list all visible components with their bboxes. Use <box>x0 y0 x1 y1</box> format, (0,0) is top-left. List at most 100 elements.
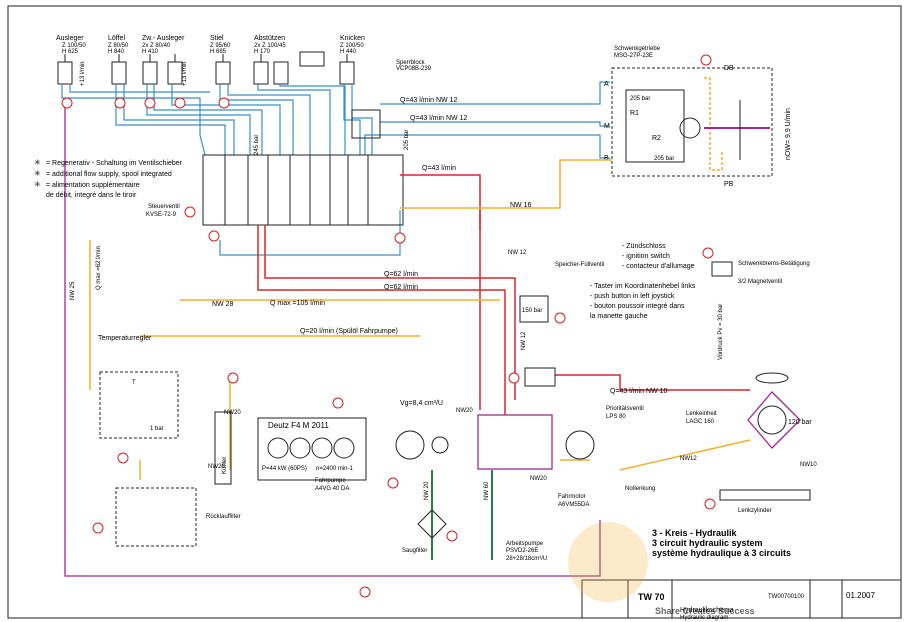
arbeitspumpe-label: Arbeitspumpe <box>506 541 544 547</box>
cylinder-group: Ausleger Z 100/50 H 625 Löffel Z 80/50 H… <box>56 35 365 55</box>
note-2: = additional flow supply, spool integrat… <box>46 171 172 178</box>
valve-pressure-1: 245 bar <box>254 135 260 155</box>
watermark-text: Share Creates Success <box>655 606 755 616</box>
prio-model: LPS 80 <box>606 414 626 420</box>
note-1: = Regenerativ - Schaltung im Ventilschie… <box>46 160 183 167</box>
fahrpumpe-icon <box>395 430 425 460</box>
titleblock-drawing: TW00700100 <box>768 594 805 600</box>
line-nw20-b: NW20 <box>208 464 225 470</box>
swing-r1: R1 <box>630 110 639 117</box>
engine-cylinder-icon-2 <box>289 437 311 459</box>
cyl-spec-loeffel: Z 80/50 <box>108 43 129 49</box>
flow-qmax105: Q max =105 l/min <box>270 300 325 307</box>
engine-cylinder-icon-3 <box>311 437 333 459</box>
swing-model: MSG-27P-23E <box>614 53 653 59</box>
temp-label: Temperaturregler <box>98 335 152 342</box>
arbeitspumpe-spec: 28+28/18cm³/U <box>506 556 547 562</box>
cyl-spec2-loeffel: H 840 <box>108 49 125 55</box>
switch-4: - Taster im Koordinatenhebel links <box>590 283 696 290</box>
note-3: = alimentation supplémentaire <box>46 182 140 189</box>
port-db: DB <box>724 65 734 72</box>
magnet-valve-icon <box>711 261 733 277</box>
titleblock-model: TW 70 <box>638 592 665 602</box>
ref-01-icon <box>700 54 712 66</box>
switch-3: - contacteur d'allumage <box>622 263 695 270</box>
valve-pressure-2: 205 bar <box>404 130 410 150</box>
priority-valve-box <box>524 367 556 387</box>
return-filter-box <box>115 487 197 547</box>
asterisk-icon-3: ✳ <box>34 180 41 189</box>
steering-label: Lenkeinheit <box>686 411 717 417</box>
steering-nw10: NW10 <box>800 462 817 468</box>
line-nw12-c: NW 12 <box>508 250 527 256</box>
switch-1: - Zündschloss <box>622 243 666 250</box>
swing-p1: 205 bar <box>630 96 650 102</box>
flow-q43-c: Q=43 l/min <box>422 165 456 172</box>
control-valve-block <box>202 154 404 226</box>
asterisk-icon: ✳ <box>34 158 41 167</box>
working-pump-box <box>477 414 553 470</box>
flow-nw25: NW 25 <box>70 281 76 300</box>
swing-speed: nOW= 9,9 U/min <box>785 108 792 160</box>
flow-q62-b: Q=62 l/min <box>384 284 418 291</box>
port-b: B <box>604 155 609 162</box>
switch-5: - push button in left joystick <box>590 293 675 300</box>
swing-motor-icon <box>679 117 701 139</box>
steering-wheel-icon <box>755 372 789 384</box>
flow-q20: Q=20 l/min (Spülöl Fahrpumpe) <box>300 328 398 335</box>
swing-gear-box <box>611 67 773 177</box>
temp-t: T <box>132 380 136 386</box>
cyl-label-abstuetzen: Abstützen <box>254 35 285 42</box>
cyl-spec2-ausleger: H 625 <box>62 49 79 55</box>
title-en: 3 circuit hydraulic system <box>652 538 763 548</box>
line-nw20-c: NW20 <box>456 408 473 414</box>
switch-7: la manette gauche <box>590 313 648 320</box>
temp-r1: 1 bar <box>150 426 164 432</box>
flow-q13-b: +13 l/min <box>182 61 188 86</box>
fahrpumpe-model: A4VG 40 DA <box>315 486 349 492</box>
swing-valve <box>625 89 685 163</box>
asterisk-icon-2: ✳ <box>34 169 41 178</box>
engine-rpm: n=2400 min-1 <box>316 466 354 472</box>
suction-filter-icon <box>417 509 447 539</box>
cooler-box <box>214 411 232 485</box>
cylinder-symbols <box>57 51 355 85</box>
cyl-spec-stiel: Z 95/60 <box>210 43 231 49</box>
line-nw20-a: NW20 <box>224 410 241 416</box>
swing-p2: 205 bar <box>654 156 674 162</box>
notes: ✳ = Regenerativ - Schaltung im Ventilsch… <box>34 158 183 199</box>
flow-qmax62: Q max =62 l/min <box>96 246 102 290</box>
titleblock-date: 01.2007 <box>846 591 875 600</box>
flow-q43-d: Q=43 l/min NW 10 <box>610 388 667 395</box>
charge-pump-icon <box>431 436 449 454</box>
engine-label: Deutz F4 M 2011 <box>268 421 329 430</box>
steering-model: LAGC 160 <box>686 419 715 425</box>
cyl-spec-ausleger: Z 100/50 <box>62 43 86 49</box>
titleblock-name2: Hydraulic diagram <box>680 615 728 621</box>
title-fr: système hydraulique à 3 circuits <box>652 548 791 558</box>
speicher-label: Speicher-Füllventil <box>555 262 604 268</box>
suction-filter-label: Saugfilter <box>402 548 427 554</box>
fahrmotor-nw20: NW20 <box>530 476 547 482</box>
arbeitspumpe-model: PSVD2-26E <box>506 548 538 554</box>
steuerventil-model: KVSE-72-9 <box>146 212 177 218</box>
speicher-valve-box <box>519 295 549 323</box>
sperrblock-label: Sperrblock <box>396 60 426 66</box>
title-de: 3 - Kreis - Hydraulik <box>652 528 738 538</box>
cyl-spec-knicken: Z 100/50 <box>340 43 364 49</box>
speicher-value: 150 bar <box>522 308 542 314</box>
flow-q62-a: Q=62 l/min <box>384 271 418 278</box>
cyl-spec-abstuetzen: 2x Z 100/45 <box>254 43 286 49</box>
steering-cylinder-icon <box>719 489 811 501</box>
swing-label: Schwenkgetriebe <box>614 46 661 52</box>
steering-pressure: 120 bar <box>788 419 812 426</box>
cyl-label-ausleger: Ausleger <box>56 35 84 42</box>
steuerventil-label: Steuerventil <box>148 204 180 210</box>
cyl-spec2-zw: H 410 <box>142 49 159 55</box>
return-filter-label: Rücklauffilter <box>206 514 241 520</box>
drawing-frame <box>7 5 902 619</box>
engine-box <box>257 417 367 481</box>
sperrblock-model: VCP08B-239 <box>396 66 432 72</box>
